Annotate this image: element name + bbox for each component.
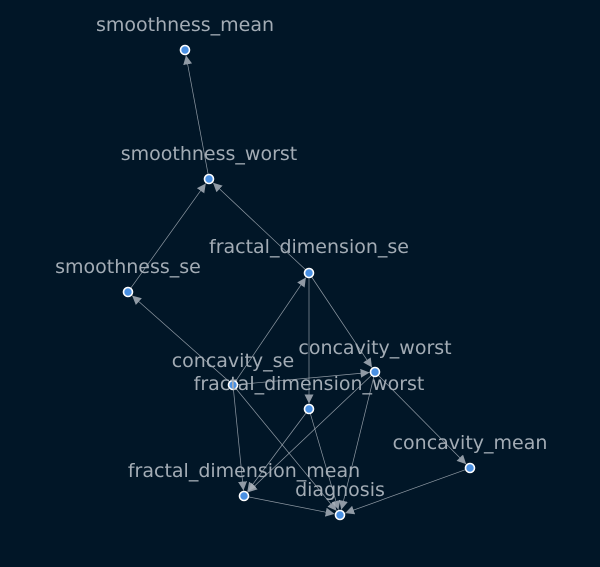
node-label-concavity_mean: concavity_mean [393,432,548,454]
edge-concavity_se-to-fractal_dimension_mean [233,389,248,491]
edge-fractal_dimension_se-to-smoothness_worst [212,182,306,271]
node-label-smoothness_se: smoothness_se [55,256,201,278]
edge-fractal_dimension_worst-to-diagnosis [309,413,341,510]
node-label-smoothness_mean: smoothness_mean [96,14,274,36]
edge-smoothness_worst-to-smoothness_mean [183,55,209,175]
node-fractal_dimension_worst[interactable] [303,403,315,415]
node-fractal_dimension_se[interactable] [303,267,315,279]
node-smoothness_worst[interactable] [203,173,215,185]
edge-concavity_se-to-fractal_dimension_se [235,277,307,382]
node-label-smoothness_worst: smoothness_worst [121,143,298,165]
edges-layer [130,55,467,517]
edge-fractal_dimension_se-to-concavity_worst [311,276,373,368]
node-smoothness_mean[interactable] [179,44,191,56]
edge-concavity_se-to-concavity_worst [237,368,370,385]
edge-fractal_dimension_mean-to-diagnosis [248,496,335,517]
node-label-diagnosis: diagnosis [295,479,385,501]
edge-concavity_mean-to-diagnosis [345,469,466,515]
node-fractal_dimension_mean[interactable] [238,490,250,502]
edge-smoothness_se-to-smoothness_worst [130,183,207,289]
node-smoothness_se[interactable] [122,286,134,298]
node-concavity_mean[interactable] [464,462,476,474]
edge-concavity_worst-to-concavity_mean [377,374,467,465]
edge-concavity_worst-to-diagnosis [339,376,375,510]
edge-concavity_se-to-smoothness_se [131,295,230,383]
node-label-concavity_se: concavity_se [172,350,295,372]
node-label-fractal_dimension_mean: fractal_dimension_mean [128,460,360,482]
node-concavity_worst[interactable] [369,366,381,378]
node-label-fractal_dimension_se: fractal_dimension_se [209,236,409,258]
node-concavity_se[interactable] [227,379,239,391]
edge-concavity_se-to-diagnosis [235,388,337,511]
edge-fractal_dimension_worst-to-fractal_dimension_mean [247,412,307,492]
labels-layer: smoothness_mean smoothness_worst fractal_d… [55,14,547,501]
node-diagnosis[interactable] [334,509,346,521]
nodes-layer [122,44,476,521]
edge-concavity_worst-to-fractal_dimension_mean [247,374,372,493]
node-label-concavity_worst: concavity_worst [298,337,451,359]
node-label-fractal_dimension_worst: fractal_dimension_worst [194,373,425,395]
